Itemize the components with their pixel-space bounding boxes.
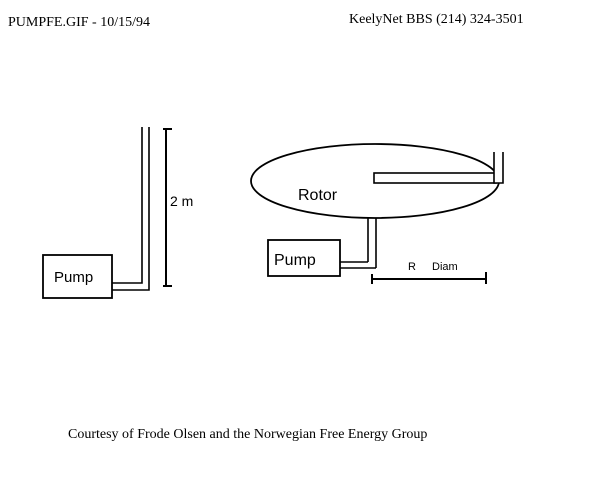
left-pump-label: Pump [54, 269, 93, 286]
left-pump-box [42, 254, 113, 299]
height-label: 2 m [170, 193, 193, 209]
header-filename: PUMPFE.GIF - 10/15/94 [8, 15, 150, 30]
left-pipe-inner-wall [112, 127, 150, 291]
diameter-label: Diam [432, 261, 458, 273]
header-source: KeelyNet BBS (214) 324-3501 [349, 12, 524, 27]
radius-label: R [408, 261, 416, 273]
rotor-label: Rotor [298, 187, 338, 204]
right-rotor-diagram: Rotor Pump R Diam [250, 143, 504, 284]
left-pipe-outer-wall [112, 127, 143, 284]
right-pump-label: Pump [274, 252, 316, 269]
rotor-nozzle [493, 152, 504, 184]
rotor-arm-pipe [373, 172, 497, 184]
footer-credit: Courtesy of Frode Olsen and the Norwegia… [68, 427, 427, 442]
right-pump-box [267, 239, 341, 277]
left-pump-diagram: Pump 2 m [42, 127, 193, 299]
